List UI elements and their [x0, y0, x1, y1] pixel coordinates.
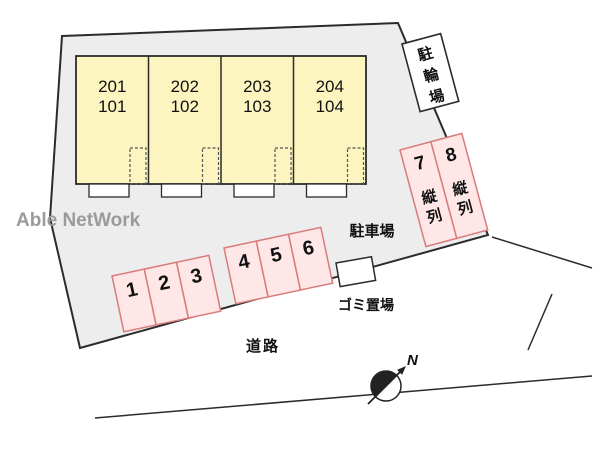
- bicycle-parking: 駐 輪 場: [401, 32, 460, 113]
- garbage-box: [335, 255, 377, 288]
- parking-lot-label: 駐車場: [349, 222, 394, 240]
- road-edge-line-corner: [527, 293, 553, 351]
- entrance-dashed: [346, 147, 365, 185]
- unit-label-upper: 204: [316, 77, 344, 96]
- bicycle-parking-char: 場: [428, 87, 447, 107]
- compass-arrowhead: [397, 366, 406, 375]
- bicycle-parking-char: 駐: [416, 44, 435, 65]
- road-label: 道路: [246, 337, 280, 355]
- stall-number: 5: [268, 243, 283, 267]
- compass-needle: [367, 367, 405, 405]
- stall-row-4-6: 4 5 6: [223, 226, 334, 305]
- stall-number: 6: [301, 237, 316, 261]
- bicycle-parking-char: 輪: [422, 65, 442, 87]
- stall-number: 8: [443, 144, 459, 167]
- garbage-area: [335, 255, 377, 288]
- entrance-dashed: [201, 147, 220, 185]
- road-edge-line-right: [491, 236, 593, 269]
- tandem-label-char: 縦: [420, 186, 440, 208]
- entrance-dashed: [129, 147, 147, 185]
- entrance-step: [160, 183, 203, 198]
- unit-label-upper: 202: [171, 77, 199, 96]
- entrance-step: [305, 183, 348, 198]
- bicycle-parking-box: [401, 32, 460, 113]
- building: 201 101 202 102 203 103 204 104: [75, 55, 367, 198]
- stall-number: 3: [189, 265, 204, 289]
- watermark: Able NetWork: [16, 210, 141, 231]
- compass-half: [371, 371, 397, 397]
- garbage-label: ゴミ置場: [338, 297, 394, 313]
- stall-number: 1: [124, 278, 139, 302]
- unit-label-upper: 201: [98, 77, 126, 96]
- tandem-label-char: 縦: [451, 178, 471, 200]
- compass: N: [367, 352, 419, 405]
- parking-stall: [429, 132, 489, 240]
- tandem-stalls: 7 8 縦 列 縦 列: [399, 132, 489, 248]
- stall-row-1-3: 1 2 3: [111, 254, 222, 333]
- entrance-dashed: [274, 147, 292, 185]
- stall-number: 7: [412, 152, 428, 175]
- unit-label-lower: 104: [316, 97, 344, 116]
- tandem-label-char: 列: [456, 197, 475, 218]
- unit-label-lower: 103: [243, 97, 271, 116]
- unit-label-lower: 101: [98, 97, 126, 116]
- compass-north-label: N: [407, 352, 419, 369]
- road-edge-line-bottom: [94, 375, 593, 419]
- parking-stall: [175, 254, 222, 319]
- stall-number: 2: [156, 271, 171, 295]
- entrance-step: [88, 183, 130, 198]
- unit-label-upper: 203: [243, 77, 271, 96]
- tandem-label-char: 列: [425, 206, 444, 227]
- parking-stall: [287, 226, 334, 291]
- unit-label-lower: 102: [171, 97, 199, 116]
- entrance-step: [233, 183, 275, 198]
